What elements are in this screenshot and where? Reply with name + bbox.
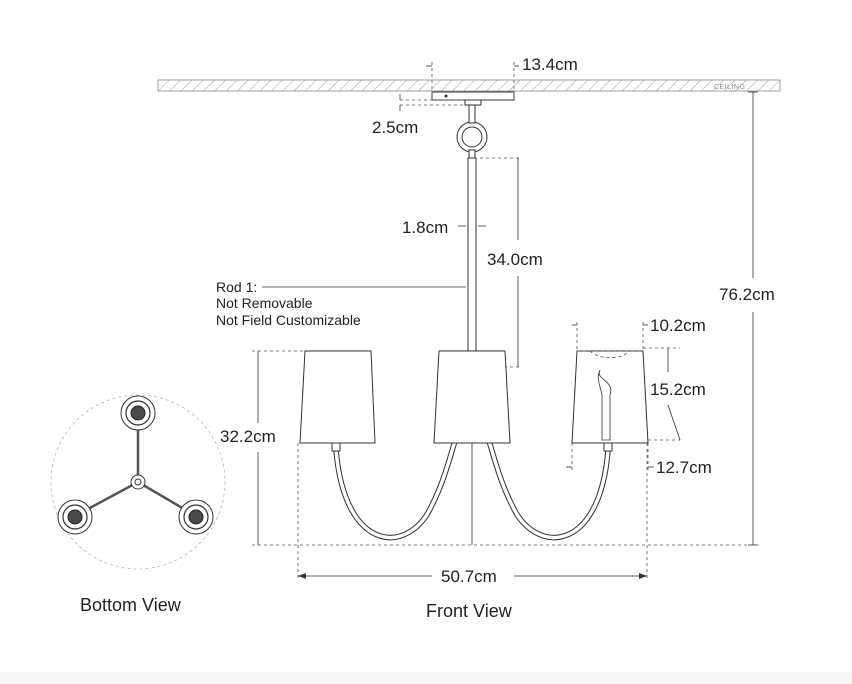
bottom-view <box>50 394 226 570</box>
overall-width-label: 50.7cm <box>441 567 497 586</box>
shade-right <box>571 350 649 452</box>
rod-diameter-label: 1.8cm <box>402 218 448 237</box>
rod <box>467 157 477 371</box>
bottom-view-caption: Bottom View <box>80 595 182 615</box>
loop-ring <box>456 104 488 159</box>
rod-length-label: 34.0cm <box>487 250 543 269</box>
canopy-height-dimension: 2.5cm <box>372 94 466 137</box>
overall-width-dimension: 50.7cm <box>297 443 648 586</box>
shade-height-label: 15.2cm <box>650 380 706 399</box>
rod-diameter-dimension: 1.8cm <box>402 218 486 237</box>
rod-note: Rod 1: Not Removable Not Field Customiza… <box>216 279 466 328</box>
bottom-view-cup-top <box>120 395 156 431</box>
rod-note-line2: Not Removable <box>216 295 313 311</box>
shade-center <box>433 350 511 444</box>
shade-height-dimension: 15.2cm <box>643 347 706 441</box>
overall-height-label: 76.2cm <box>719 285 775 304</box>
bottom-view-cup-right <box>178 499 214 535</box>
shade-bottom-dimension: 12.7cm <box>566 443 712 477</box>
footer-strip <box>0 672 852 684</box>
rod-note-line1: Rod 1: <box>216 279 257 295</box>
canopy-height-label: 2.5cm <box>372 118 418 137</box>
bottom-view-cup-left <box>57 499 93 535</box>
ceiling-label: CEILING <box>714 84 746 91</box>
shade-bottom-label: 12.7cm <box>656 458 712 477</box>
fixture-height-dimension: 32.2cm <box>220 350 753 546</box>
canopy <box>431 91 515 106</box>
shade-top-dimension: 10.2cm <box>572 316 706 351</box>
canopy-width-dimension: 13.4cm <box>426 55 578 96</box>
shade-top-label: 10.2cm <box>650 316 706 335</box>
fixture-height-label: 32.2cm <box>220 427 276 446</box>
canopy-width-label: 13.4cm <box>522 55 578 74</box>
rod-note-line3: Not Field Customizable <box>216 312 361 328</box>
overall-height-dimension: 76.2cm <box>719 91 775 546</box>
ceiling: CEILING <box>157 79 781 92</box>
front-view-caption: Front View <box>426 601 513 621</box>
rod-length-dimension: 34.0cm <box>480 157 543 368</box>
shade-left <box>299 350 376 452</box>
